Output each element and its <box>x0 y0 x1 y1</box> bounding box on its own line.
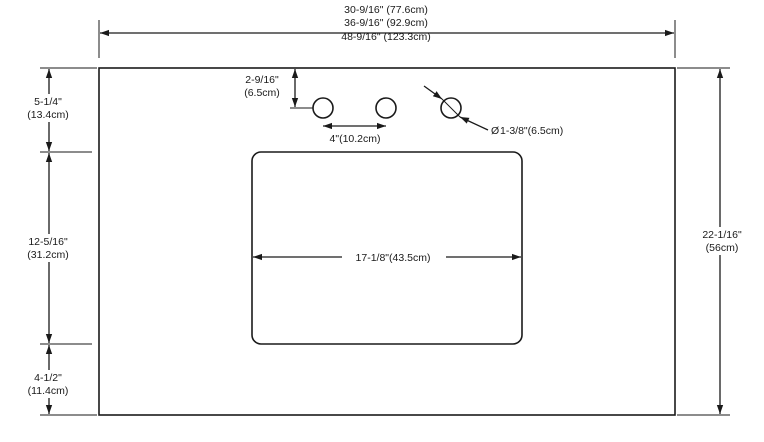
faucet-hole-center <box>375 97 397 119</box>
diameter-label: 1-3/8"(6.5cm) <box>500 125 563 137</box>
right-depth-metric: (56cm) <box>706 242 739 254</box>
countertop-outline <box>98 67 676 416</box>
width-label-1: 30-9/16" (77.6cm) <box>344 4 428 16</box>
left-top-imperial: 5-1/4" <box>34 96 62 108</box>
spacing-label: 4"(10.2cm) <box>330 133 381 145</box>
bowl-width-dimension: 17-1/8"(43.5cm) <box>251 228 523 270</box>
hole-diameter-callout: Ø 1-3/8"(6.5cm) <box>423 85 563 137</box>
setback-label-imperial: 2-9/16" <box>245 74 279 86</box>
left-bottom-metric: (11.4cm) <box>28 385 69 397</box>
left-top-metric: (13.4cm) <box>27 109 68 121</box>
faucet-hole-right <box>440 97 462 119</box>
faucet-hole-left <box>312 97 334 119</box>
right-depth-dimension: 22-1/16" (56cm) <box>677 67 747 416</box>
right-depth-imperial: 22-1/16" <box>702 229 742 241</box>
left-depth-dimensions: 5-1/4" (13.4cm) 12-5/16" (31.2cm) 4-1/2"… <box>22 67 97 416</box>
diameter-leader-in <box>423 85 443 100</box>
sink-bowl-outline <box>251 151 523 345</box>
width-label-2: 36-9/16" (92.9cm) <box>344 17 428 29</box>
setback-label-metric: (6.5cm) <box>244 87 280 99</box>
diameter-symbol: Ø <box>491 125 499 137</box>
overall-width-dimension: 30-9/16" (77.6cm) 36-9/16" (92.9cm) 48-9… <box>98 4 676 58</box>
width-label-3: 48-9/16" (123.3cm) <box>341 31 431 43</box>
left-middle-metric: (31.2cm) <box>27 249 68 261</box>
faucet-setback-dimension: 2-9/16" (6.5cm) <box>244 69 313 109</box>
faucet-spacing-dimension: 4"(10.2cm) <box>323 122 386 145</box>
left-bottom-imperial: 4-1/2" <box>34 372 62 384</box>
diameter-leader-through <box>441 98 461 118</box>
diameter-leader-out <box>459 116 489 131</box>
left-middle-imperial: 12-5/16" <box>28 236 68 248</box>
bowl-width-label: 17-1/8"(43.5cm) <box>356 252 431 264</box>
